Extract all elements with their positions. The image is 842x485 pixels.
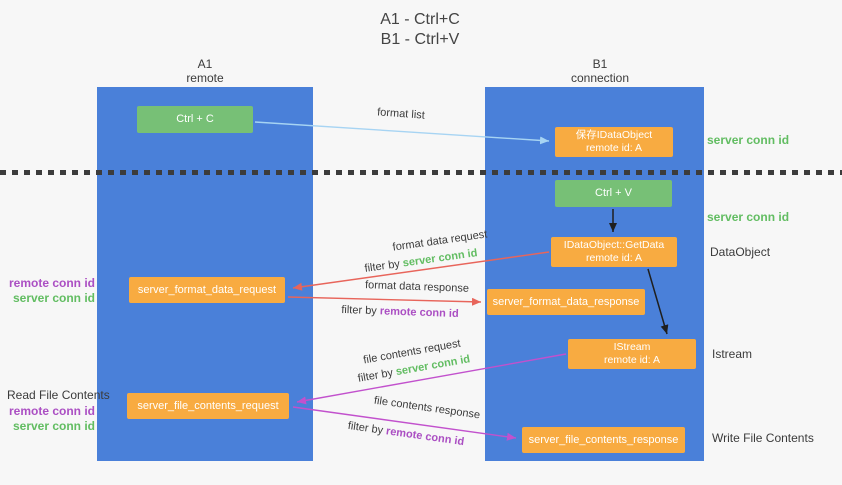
node-ctrl-v: Ctrl + V: [555, 180, 672, 207]
label-dataobject: DataObject: [710, 245, 771, 259]
label-server-conn-id-format: server conn id: [12, 291, 95, 305]
filter-key-remote-conn-id: remote conn id: [379, 305, 459, 321]
lane-a1-name: A1: [197, 57, 213, 71]
label-server-conn-id-file: server conn id: [12, 419, 95, 433]
node-idataobject-getdata: IDataObject::GetData remote id: A: [551, 237, 677, 267]
label-read-file-contents: Read File Contents: [7, 388, 110, 402]
node-istream-line1: IStream: [613, 341, 651, 353]
node-server-file-contents-response: server_file_contents_response: [522, 427, 685, 453]
node-format-request-label: server_format_data_request: [137, 283, 277, 296]
session-separator-line: [0, 170, 842, 175]
edge-label-filter-format-response: filter by remote conn id: [341, 304, 459, 320]
node-file-request-label: server_file_contents_request: [137, 399, 279, 412]
edge-label-file-contents-response: file contents response: [373, 394, 481, 422]
node-getdata-line1: IDataObject::GetData: [563, 239, 665, 251]
edge-label-filter-format-request: filter by server conn id: [364, 247, 478, 275]
conn-id-labels-format: remote conn id server conn id: [0, 276, 95, 306]
node-istream-line2: remote id: A: [603, 354, 661, 366]
edge-label-filter-file-response: filter by remote conn id: [347, 420, 465, 448]
node-istream: IStream remote id: A: [568, 339, 696, 369]
arrow-format-data-response: [287, 296, 482, 306]
node-server-format-data-request: server_format_data_request: [129, 277, 285, 303]
node-ctrl-v-label: Ctrl + V: [595, 187, 632, 199]
node-ctrl-c: Ctrl + C: [137, 106, 253, 133]
label-server-conn-id-top: server conn id: [707, 133, 790, 147]
node-server-file-contents-request: server_file_contents_request: [127, 393, 289, 419]
filter-by-text: filter by: [341, 303, 378, 318]
node-format-response-label: server_format_data_response: [492, 295, 640, 308]
filter-by-text: filter by: [356, 366, 394, 385]
filter-key-remote-conn-id: remote conn id: [385, 425, 465, 449]
filter-by-text: filter by: [363, 258, 401, 275]
edge-label-format-data-response: format data response: [364, 279, 470, 295]
label-server-conn-id-mid: server conn id: [707, 210, 790, 224]
node-file-response-label: server_file_contents_response: [528, 433, 679, 446]
node-save-idataobject: 保存IDataObject remote id: A: [555, 127, 673, 157]
node-server-format-data-response: server_format_data_response: [487, 289, 645, 315]
conn-id-labels-file: remote conn id server conn id: [0, 404, 95, 434]
filter-by-text: filter by: [347, 419, 384, 437]
node-save-idataobject-line2: remote id: A: [585, 142, 643, 154]
node-save-idataobject-line1: 保存IDataObject: [575, 129, 653, 141]
title-line-a1: A1 - Ctrl+C: [380, 11, 460, 28]
label-istream: Istream: [712, 347, 753, 361]
lane-header-b1: B1 connection: [540, 57, 660, 85]
label-remote-conn-id-file: remote conn id: [8, 404, 95, 418]
label-write-file-contents: Write File Contents: [712, 431, 814, 445]
label-remote-conn-id-format: remote conn id: [8, 276, 95, 290]
lane-b1-name: B1: [592, 57, 608, 71]
title-line-b1: B1 - Ctrl+V: [380, 31, 460, 48]
edge-label-format-list: format list: [376, 106, 426, 122]
lane-a1-subtitle: remote: [186, 71, 224, 85]
node-ctrl-c-label: Ctrl + C: [176, 113, 214, 125]
node-getdata-line2: remote id: A: [585, 252, 643, 264]
lane-header-a1: A1 remote: [145, 57, 265, 85]
lane-b1-subtitle: connection: [570, 71, 630, 85]
diagram-title: A1 - Ctrl+C B1 - Ctrl+V: [320, 10, 520, 50]
